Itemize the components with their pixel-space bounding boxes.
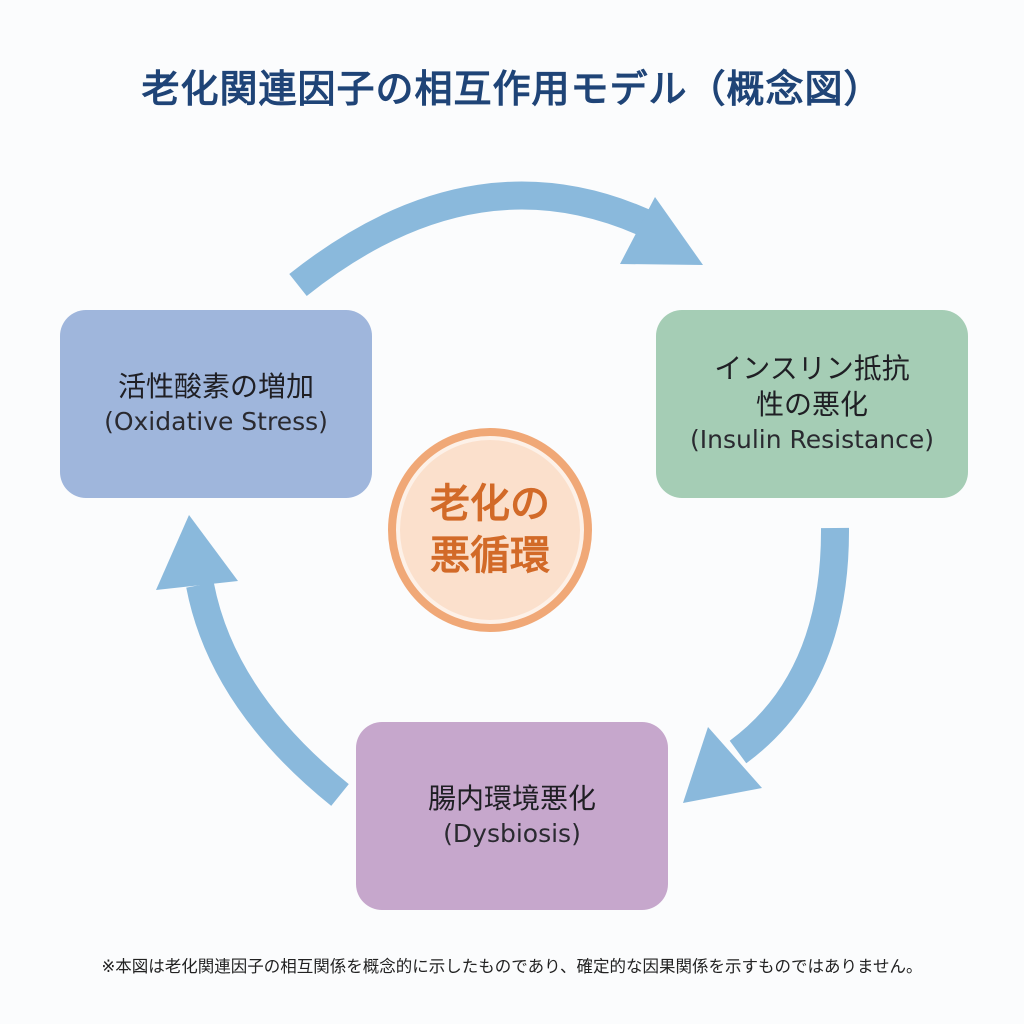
arrow-dysbiosis-to-oxidative bbox=[156, 515, 349, 806]
center-line1: 老化の bbox=[430, 481, 550, 527]
node-dysbiosis: 腸内環境悪化 (Dysbiosis) bbox=[356, 722, 668, 910]
node-dysbiosis-en: (Dysbiosis) bbox=[443, 819, 581, 848]
node-dysbiosis-jp: 腸内環境悪化 bbox=[427, 782, 596, 815]
node-insulin-en: (Insulin Resistance) bbox=[690, 425, 934, 454]
node-insulin-jp-line1: インスリン抵抗 bbox=[714, 352, 910, 385]
center-line2: 悪循環 bbox=[430, 533, 550, 579]
footnote: ※本図は老化関連因子の相互関係を概念的に示したものであり、確定的な因果関係を示す… bbox=[101, 957, 923, 976]
node-insulin-resistance: インスリン抵抗 性の悪化 (Insulin Resistance) bbox=[656, 310, 968, 498]
diagram-title: 老化関連因子の相互作用モデル（概念図） bbox=[141, 67, 883, 111]
center-vicious-cycle: 老化の 悪循環 bbox=[388, 428, 592, 632]
node-oxidative-stress: 活性酸素の増加 (Oxidative Stress) bbox=[60, 310, 372, 498]
arrow-insulin-to-dysbiosis bbox=[683, 527, 850, 803]
arrow-oxidative-to-insulin bbox=[289, 181, 703, 296]
node-insulin-jp-line2: 性の悪化 bbox=[755, 388, 868, 421]
node-oxidative-en: (Oxidative Stress) bbox=[104, 407, 328, 436]
node-oxidative-jp: 活性酸素の増加 bbox=[117, 370, 314, 403]
